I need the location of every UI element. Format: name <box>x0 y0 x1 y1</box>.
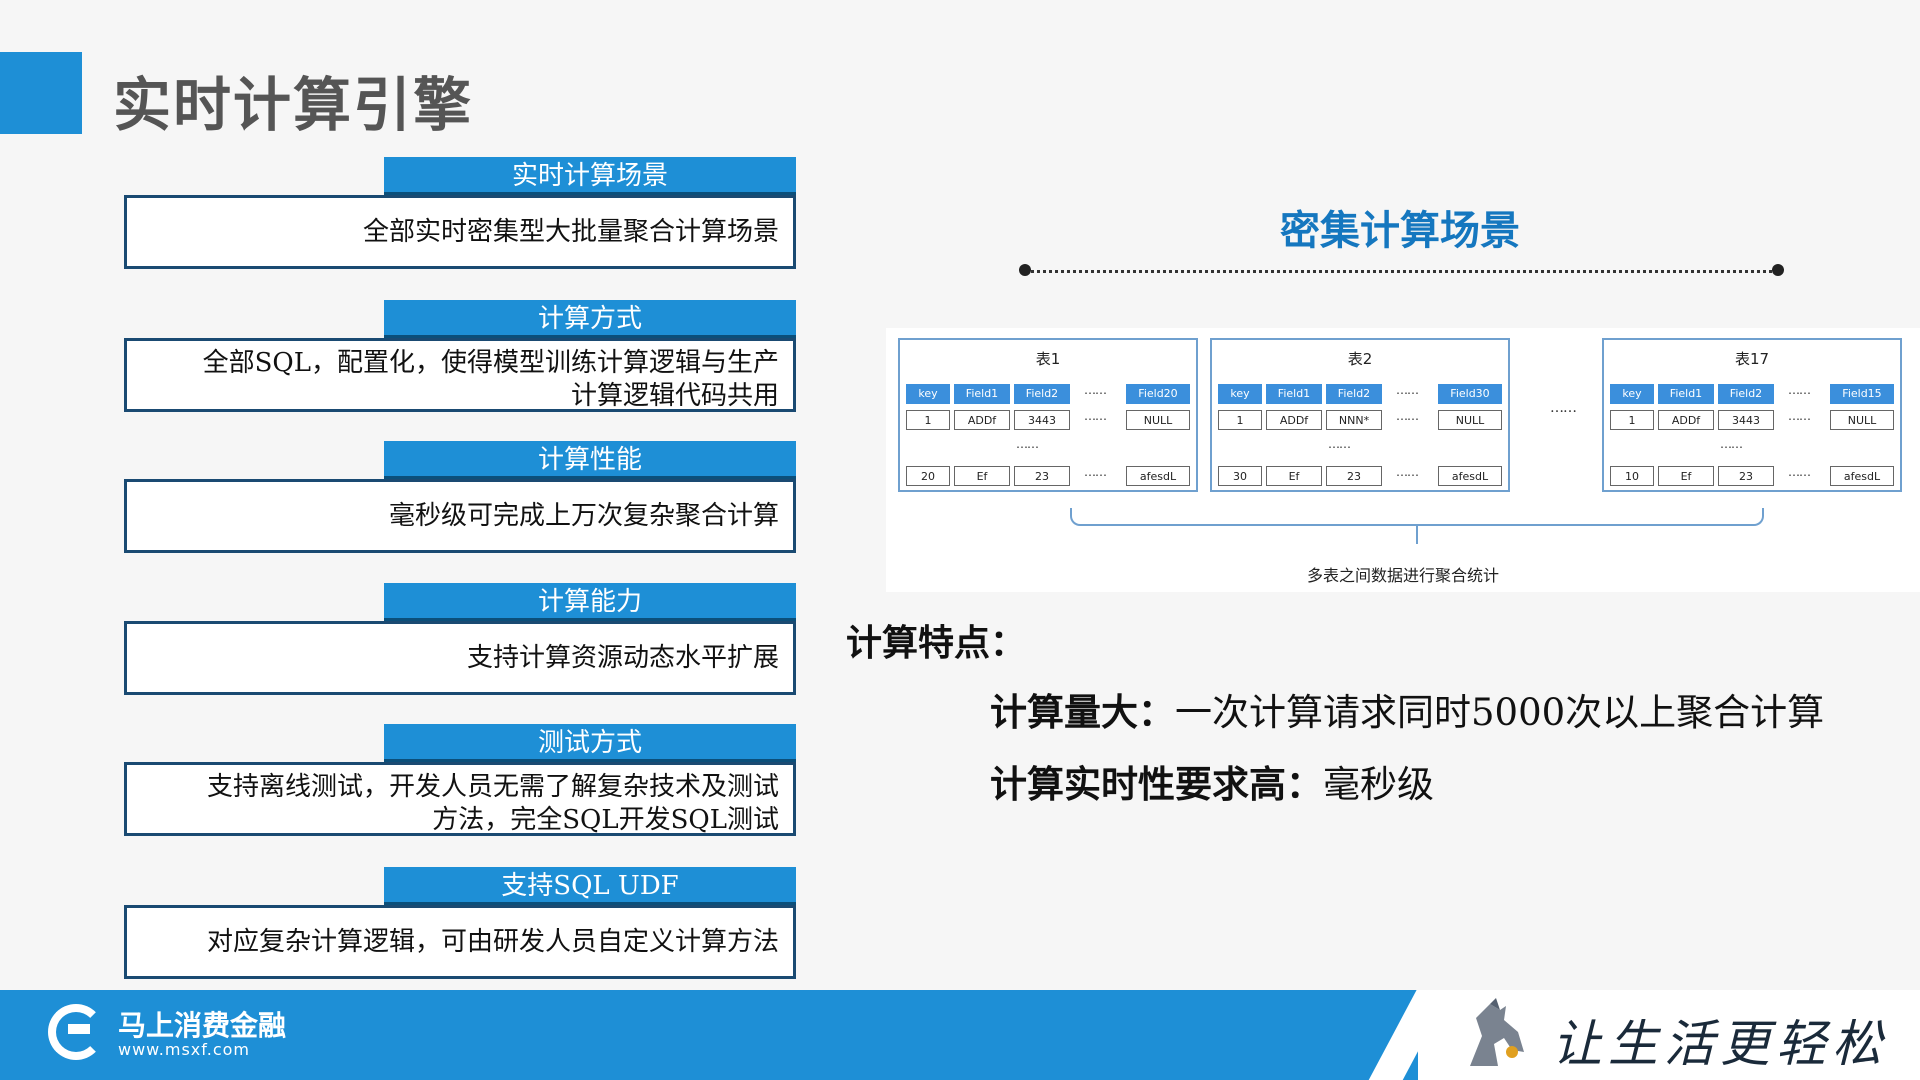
footer-bar: 马上消费金融 www.msxf.com 让生活更轻松 <box>0 990 1920 1080</box>
ellipsis: …… <box>1084 409 1107 423</box>
divider-dot-right <box>1772 264 1784 276</box>
brand-name: 马上消费金融 <box>118 1009 287 1042</box>
header-cell: Field1 <box>1266 384 1322 404</box>
feature-label: 计算量大： <box>990 690 1175 734</box>
card-body: 支持离线测试，开发人员无需了解复杂技术及测试 方法，完全SQL开发SQL测试 <box>124 762 796 836</box>
data-cell: afesdL <box>1438 466 1502 486</box>
table-name: 表1 <box>1035 350 1061 368</box>
card-body: 毫秒级可完成上万次复杂聚合计算 <box>124 479 796 553</box>
data-cell: 3443 <box>1718 410 1774 430</box>
data-cell: ADDf <box>1658 410 1714 430</box>
brand-logo-icon <box>48 1004 104 1060</box>
title-accent-bar <box>0 52 82 134</box>
ellipsis: …… <box>1788 409 1811 423</box>
header-cell: Field15 <box>1830 384 1894 404</box>
data-cell: 3443 <box>1014 410 1070 430</box>
data-cell: NULL <box>1126 410 1190 430</box>
data-cell: Ef <box>1658 466 1714 486</box>
card-line: 全部SQL，配置化，使得模型训练计算逻辑与生产 <box>202 348 779 378</box>
data-cell: 1 <box>1218 410 1262 430</box>
data-cell: NULL <box>1830 410 1894 430</box>
card-header: 测试方式 <box>384 724 796 762</box>
data-cell: ADDf <box>1266 410 1322 430</box>
db-table: 表2 key Field1 Field2 …… Field30 1 ADDf N… <box>1210 338 1510 492</box>
ellipsis: …… <box>1328 437 1351 451</box>
header-cell: Field1 <box>954 384 1010 404</box>
slogan: 让生活更轻松 <box>1552 1015 1888 1073</box>
data-cell: NULL <box>1438 410 1502 430</box>
card-line: 全部实时密集型大批量聚合计算场景 <box>362 217 779 247</box>
ellipsis: …… <box>1396 465 1419 479</box>
feature-text: 毫秒级 <box>1323 763 1434 806</box>
data-cell: 10 <box>1610 466 1654 486</box>
card-body: 全部实时密集型大批量聚合计算场景 <box>124 195 796 269</box>
table-name: 表2 <box>1347 350 1373 368</box>
data-cell: NNN* <box>1326 410 1382 430</box>
ellipsis: …… <box>1084 465 1107 479</box>
card-body: 全部SQL，配置化，使得模型训练计算逻辑与生产 计算逻辑代码共用 <box>124 338 796 412</box>
features-title: 计算特点： <box>846 622 1027 664</box>
data-cell: 30 <box>1218 466 1262 486</box>
card-line: 支持离线测试，开发人员无需了解复杂技术及测试 <box>206 772 779 802</box>
data-cell: ADDf <box>954 410 1010 430</box>
ellipsis: …… <box>1396 409 1419 423</box>
data-cell: Ef <box>954 466 1010 486</box>
card-line: 毫秒级可完成上万次复杂聚合计算 <box>388 501 779 531</box>
card-line: 方法，完全SQL开发SQL测试 <box>432 805 779 835</box>
scene-title: 密集计算场景 <box>1280 208 1520 254</box>
data-cell: 23 <box>1326 466 1382 486</box>
ellipsis: …… <box>1788 383 1811 397</box>
data-cell: 23 <box>1718 466 1774 486</box>
feature-label: 计算实时性要求高： <box>990 762 1323 806</box>
mascot-horse-icon <box>1470 998 1524 1066</box>
data-cell: afesdL <box>1830 466 1894 486</box>
header-cell: Field2 <box>1326 384 1382 404</box>
header-cell: Field2 <box>1014 384 1070 404</box>
header-cell: Field20 <box>1126 384 1190 404</box>
multi-table-diagram: 表1 key Field1 Field2 …… Field20 1 ADDf 3… <box>886 328 1920 592</box>
divider-dot-left <box>1019 264 1031 276</box>
aggregate-brace-tick <box>1416 524 1418 544</box>
feature-line: 计算量大：一次计算请求同时5000次以上聚合计算 <box>990 682 1824 736</box>
header-cell: Field2 <box>1718 384 1774 404</box>
card-header: 计算能力 <box>384 583 796 621</box>
card-header: 计算方式 <box>384 300 796 338</box>
brand-logo-icon-bar <box>68 1024 90 1034</box>
header-cell: key <box>906 384 950 404</box>
db-table: 表17 key Field1 Field2 …… Field15 1 ADDf … <box>1602 338 1902 492</box>
card-line: 对应复杂计算逻辑，可由研发人员自定义计算方法 <box>206 927 779 957</box>
header-cell: Field1 <box>1658 384 1714 404</box>
header-cell: key <box>1218 384 1262 404</box>
ellipsis: …… <box>1788 465 1811 479</box>
feature-line: 计算实时性要求高：毫秒级 <box>990 754 1434 808</box>
card-line: 支持计算资源动态水平扩展 <box>466 643 779 673</box>
brand-url: www.msxf.com <box>118 1040 250 1059</box>
card-line: 计算逻辑代码共用 <box>570 381 779 411</box>
left-panel: 实时计算场景 全部实时密集型大批量聚合计算场景 计算方式 全部SQL，配置化，使… <box>0 0 820 990</box>
table-name: 表17 <box>1734 350 1770 368</box>
card-header: 支持SQL UDF <box>384 867 796 905</box>
data-cell: 1 <box>906 410 950 430</box>
aggregate-label: 多表之间数据进行聚合统计 <box>1306 566 1499 585</box>
page-title: 实时计算引擎 <box>113 71 474 139</box>
header-cell: Field30 <box>1438 384 1502 404</box>
data-cell: 23 <box>1014 466 1070 486</box>
data-cell: 1 <box>1610 410 1654 430</box>
card-header: 计算性能 <box>384 441 796 479</box>
data-cell: afesdL <box>1126 466 1190 486</box>
card-header: 实时计算场景 <box>384 157 796 195</box>
card-body: 对应复杂计算逻辑，可由研发人员自定义计算方法 <box>124 905 796 979</box>
ellipsis: …… <box>1016 437 1039 451</box>
ellipsis: …… <box>1084 383 1107 397</box>
data-cell: Ef <box>1266 466 1322 486</box>
tables-ellipsis: …… <box>1550 400 1577 416</box>
header-cell: key <box>1610 384 1654 404</box>
card-body: 支持计算资源动态水平扩展 <box>124 621 796 695</box>
ellipsis: …… <box>1396 383 1419 397</box>
feature-text: 一次计算请求同时5000次以上聚合计算 <box>1175 691 1825 734</box>
dotted-divider <box>1024 270 1779 273</box>
ellipsis: …… <box>1720 437 1743 451</box>
data-cell: 20 <box>906 466 950 486</box>
db-table: 表1 key Field1 Field2 …… Field20 1 ADDf 3… <box>898 338 1198 492</box>
